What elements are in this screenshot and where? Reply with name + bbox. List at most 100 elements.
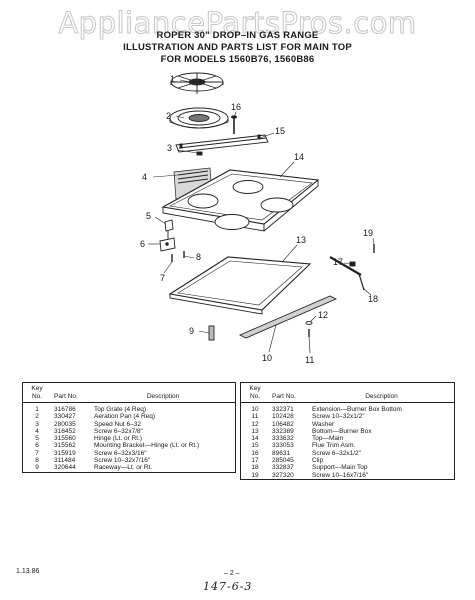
description-cell: Aeration Pan (4 Req) [94,413,156,421]
hinge-part [164,219,174,241]
part-number-cell: 280035 [54,420,76,428]
key-cell: 14 [251,435,259,443]
callout-15: 15 [275,126,285,136]
description-cell: Screw 10–16x7/16" [312,471,369,479]
mounting-bracket-part [159,237,176,252]
extension-strip-part [238,295,338,339]
key-cell: 1 [35,406,39,413]
title-line-2: ILLUSTRATION AND PARTS LIST FOR MAIN TOP [123,42,352,53]
callout-6: 6 [140,239,145,249]
part-number-cell: 330427 [54,413,76,421]
col-description-header: Description [91,383,235,403]
table-row: 9 320644 Raceway—Lt. or Rt. [23,464,235,471]
table-row: 1 316786 Top Grate (4 Req) [23,403,235,414]
part-number-cell: 320644 [54,464,76,472]
part-number-cell: 316786 [54,406,76,413]
description-cell: Support—Main Top [312,464,368,472]
table-row: 17 285045 Clip [241,457,454,464]
main-top-part [161,169,320,232]
part-number-cell: 89631 [272,449,291,457]
part-number-cell: 332837 [272,464,294,472]
watermark: AppliancePartsPros.com [58,6,417,41]
description-cell: Hinge (Lt. or Rt.) [94,435,143,443]
callout-10: 10 [262,353,272,363]
callout-3: 3 [167,143,172,153]
part-number-cell: 106482 [272,420,294,428]
key-cell: 2 [35,413,39,421]
part-number-cell: 102428 [272,413,294,421]
callout-8: 8 [196,252,201,262]
key-cell: 8 [35,457,39,465]
key-cell: 3 [35,420,39,428]
key-cell: 7 [35,449,39,457]
title-line-1: ROPER 30" DROP–IN GAS RANGE [156,30,319,41]
description-cell: Raceway—Lt. or Rt. [94,464,153,472]
part-number-cell: 315562 [54,442,76,450]
callout-14: 14 [294,152,304,162]
key-cell: 9 [35,464,39,472]
col-description-header: Description [309,383,454,403]
callout-labels: 1 2 16 15 3 14 4 5 6 8 7 13 19 17 18 12 … [140,74,378,365]
top-grate-part [170,72,224,94]
callout-1: 1 [170,74,175,84]
col-key-header: Key No. [241,383,269,403]
clip-part [349,261,356,267]
callout-17: 17 [333,257,343,267]
callout-4: 4 [142,172,147,182]
leader-lines [148,79,375,354]
table-row: 2 330427 Aeration Pan (4 Req) [23,413,235,420]
callout-18: 18 [368,294,378,304]
description-cell: Bottom—Burner Box [312,427,372,435]
table-row: 5 315560 Hinge (Lt. or Rt.) [23,435,235,442]
description-cell: Mounting Bracket—Hinge (Lt. or Rt.) [94,442,200,450]
exploded-parts-diagram: 1 2 16 15 3 14 4 5 6 8 7 13 19 17 18 12 … [140,72,378,365]
burner-box-bottom-part [168,256,312,315]
key-cell: 17 [251,457,259,465]
table-row: 14 333632 Top—Main [241,435,454,442]
callout-2: 2 [166,111,171,121]
part-number-cell: 333632 [272,435,294,443]
callout-19: 19 [363,228,373,238]
table-row: 6 315562 Mounting Bracket—Hinge (Lt. or Rt… [23,442,235,449]
page-number: – 2 – [224,570,240,577]
part-number-cell: 316452 [54,427,76,435]
col-part-header: Part No. [51,383,91,403]
description-cell: Screw 10–32x1/2" [312,413,365,421]
part-number-cell: 285045 [272,457,294,465]
raceway-part [208,325,215,341]
key-cell: 5 [35,435,39,443]
description-cell: Clip [312,457,324,465]
parts-table-left: Key No. Part No. Description 1 316786 Top … [22,382,236,473]
table-header-row: Key No. Part No. Description [23,383,235,403]
screw-16-part [231,115,237,134]
part-number-cell: 332389 [272,427,294,435]
callout-12: 12 [318,310,328,320]
part-number-cell: 327320 [272,471,294,479]
callout-11: 11 [305,355,314,365]
aeration-pan-part [169,107,229,129]
key-cell: 6 [35,442,39,450]
callout-16: 16 [231,102,241,112]
description-cell: Washer [312,420,335,428]
callout-13: 13 [296,235,306,245]
description-cell: Top Grate (4 Req) [94,406,147,413]
table-header-row: Key No. Part No. Description [241,383,454,403]
description-cell: Top—Main [312,435,344,443]
description-cell: Flue Trim Asm. [312,442,356,450]
part-number-cell: 315919 [54,449,76,457]
handwritten-note: 147-6-3 [203,580,253,593]
col-part-header: Part No. [269,383,309,403]
part-number-cell: 315560 [54,435,76,443]
key-cell: 18 [251,464,259,472]
footer-date: 1.13.86 [16,568,40,575]
key-cell: 11 [251,413,259,421]
